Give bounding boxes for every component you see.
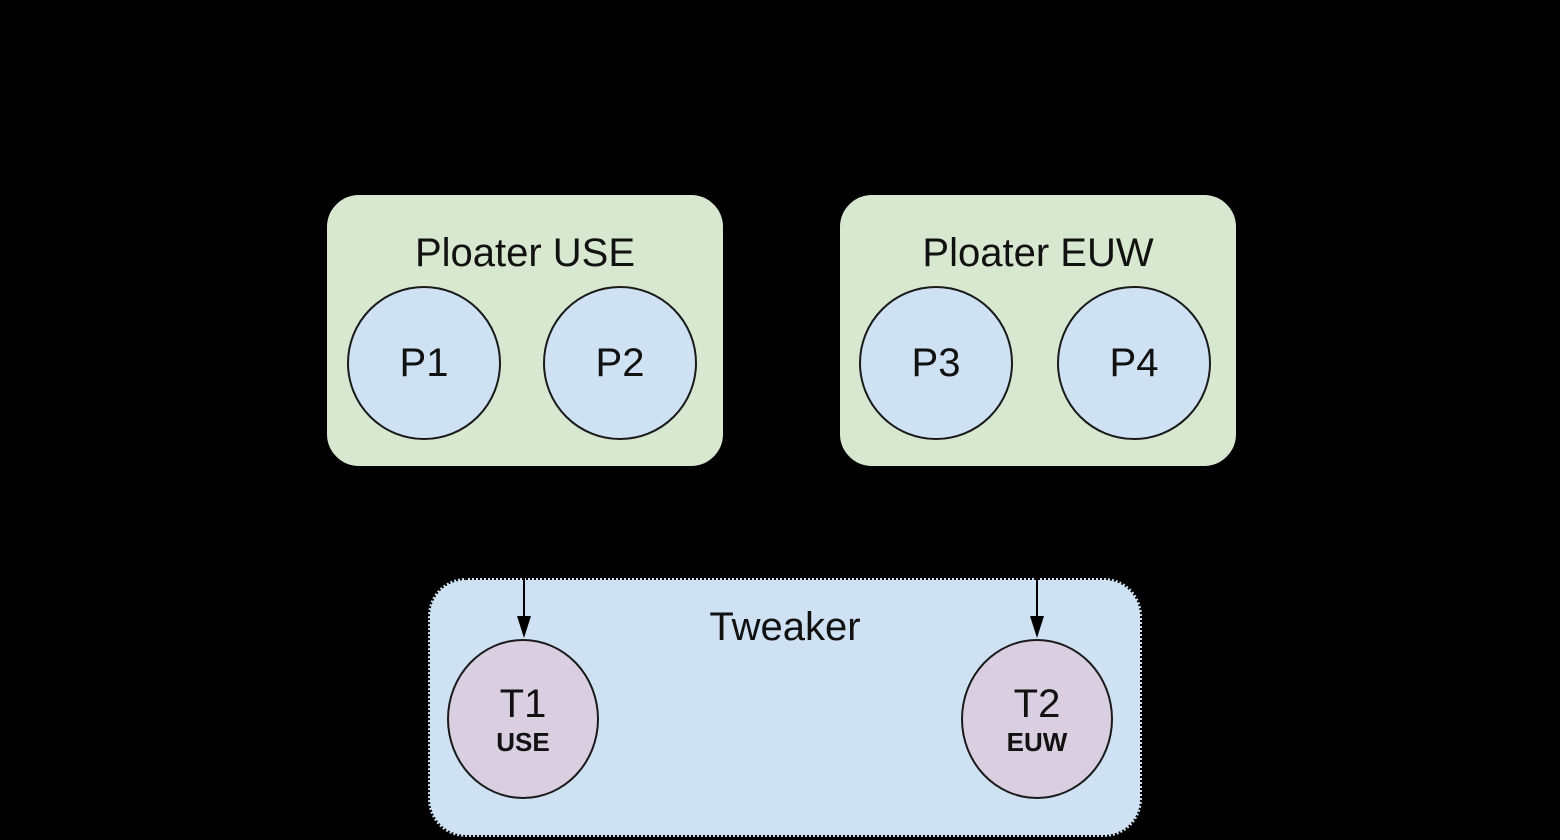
node-t1-sublabel: USE [496, 727, 550, 757]
node-p2: P2 [543, 286, 697, 440]
node-t1: T1 USE [447, 639, 599, 799]
node-p3-label: P3 [911, 341, 961, 385]
node-p1-label: P1 [399, 341, 449, 385]
node-t2-label: T2 [1013, 682, 1061, 726]
node-t1-label: T1 [499, 682, 547, 726]
container-box-tweaker: Tweaker T1 USE T2 EUW [428, 578, 1142, 837]
node-t2-sublabel: EUW [1006, 727, 1068, 757]
node-t2: T2 EUW [961, 639, 1113, 799]
node-p2-label: P2 [595, 341, 645, 385]
group-title-ploater-use: Ploater USE [414, 231, 636, 275]
group-box-ploater-use: Ploater USE P1 P2 [325, 193, 725, 468]
node-p4-label: P4 [1109, 341, 1159, 385]
node-p3: P3 [859, 286, 1013, 440]
node-p1: P1 [347, 286, 501, 440]
container-title-tweaker: Tweaker [709, 605, 861, 649]
node-p4: P4 [1057, 286, 1211, 440]
group-title-ploater-euw: Ploater EUW [922, 231, 1154, 275]
group-box-ploater-euw: Ploater EUW P3 P4 [838, 193, 1238, 468]
